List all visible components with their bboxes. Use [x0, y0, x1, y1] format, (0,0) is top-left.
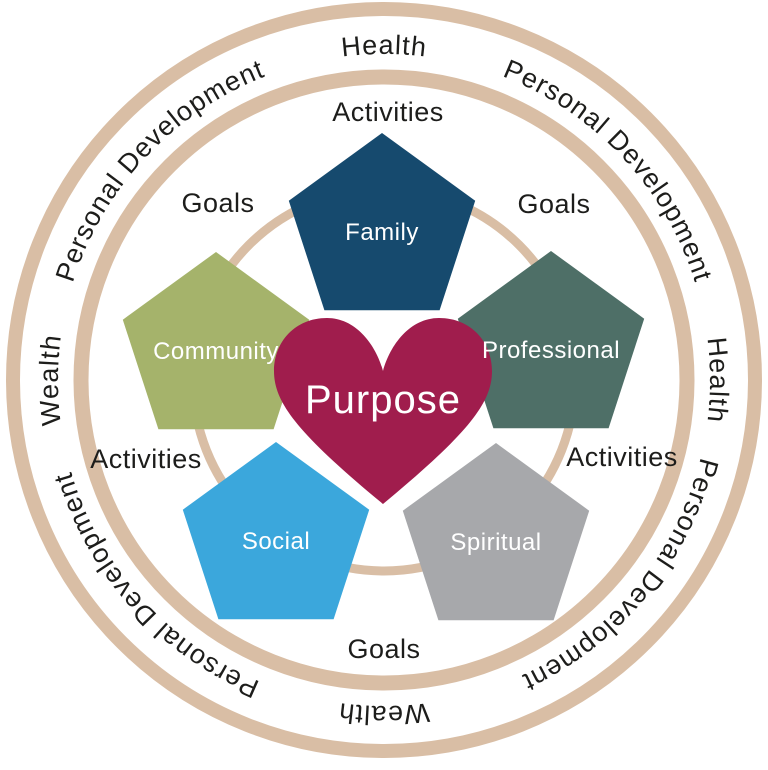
inner-label-goals-upper-right: Goals — [517, 189, 590, 219]
pentagon-social — [182, 442, 370, 620]
inner-label-activities-left: Activities — [90, 444, 202, 474]
pentagon-label-spiritual: Spiritual — [450, 529, 541, 556]
inner-label-goals-upper-left: Goals — [181, 188, 254, 218]
ring-label-wealth-bottom: Wealth — [337, 697, 431, 730]
outer-ring-circle — [6, 2, 762, 758]
pentagon-label-family: Family — [345, 219, 419, 246]
ring-label-health-top: Health — [340, 30, 429, 63]
purpose-center-label: Purpose — [305, 378, 461, 422]
pentagon-spiritual — [402, 443, 590, 621]
purpose-heart-icon — [274, 318, 492, 504]
pentagon-family — [288, 133, 476, 311]
ring-label-wealth-left: Wealth — [34, 333, 67, 427]
pentagon-label-social: Social — [242, 528, 310, 555]
ring-label-health-right: Health — [701, 336, 734, 425]
pentagon-label-professional: Professional — [482, 337, 620, 364]
inner-label-activities-right: Activities — [566, 442, 678, 472]
inner-label-activities-top: Activities — [332, 97, 444, 127]
pentagon-professional — [457, 251, 645, 429]
inner-label-goals-bottom: Goals — [347, 634, 420, 664]
pentagon-community — [122, 252, 310, 430]
middle-ring-circle — [73, 69, 695, 691]
pentagon-label-community: Community — [153, 338, 279, 365]
